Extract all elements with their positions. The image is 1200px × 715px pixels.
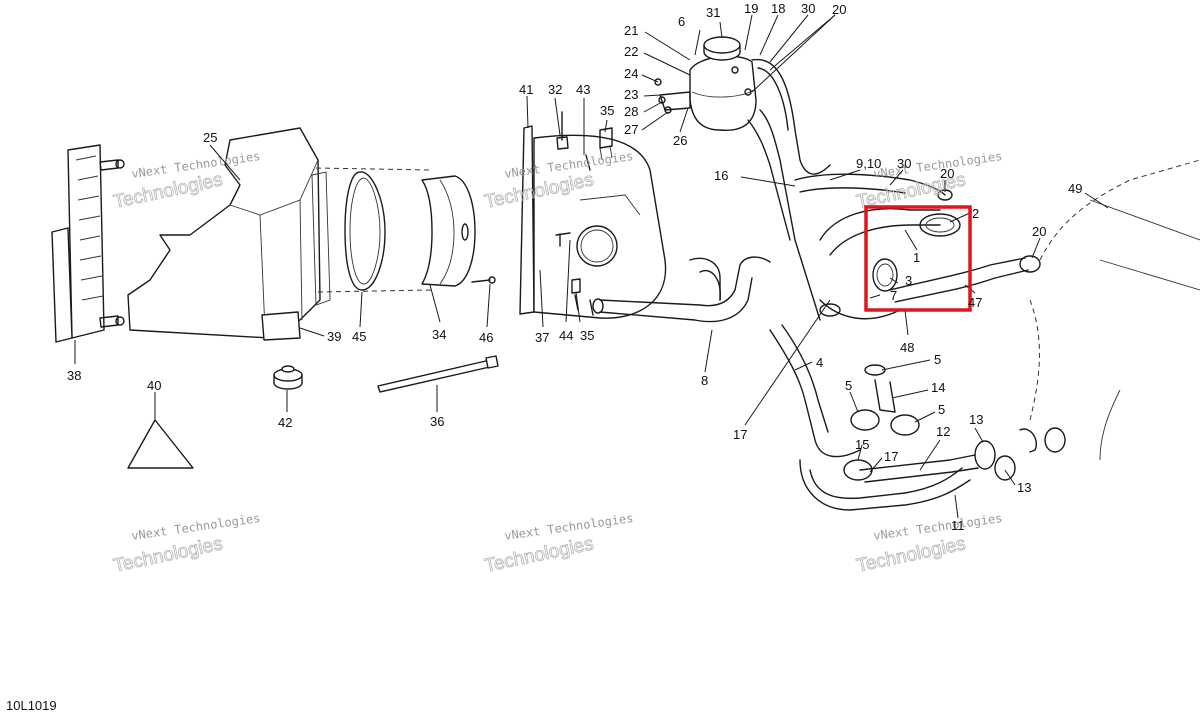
- callout-34: 34: [432, 327, 446, 342]
- callout-22: 22: [624, 44, 638, 59]
- callout-30: 30: [801, 1, 815, 16]
- callout-43: 43: [576, 82, 590, 97]
- fan: [421, 175, 496, 287]
- callout-17: 17: [733, 427, 747, 442]
- callout-20: 20: [940, 166, 954, 181]
- callout-47: 47: [968, 295, 982, 310]
- callout-19: 19: [744, 1, 758, 16]
- callout-5: 5: [845, 378, 852, 393]
- callout-45: 45: [352, 329, 366, 344]
- callout-41: 41: [519, 82, 533, 97]
- callout-1: 1: [913, 250, 920, 265]
- callout-16: 16: [714, 168, 728, 183]
- hoses: [592, 58, 1029, 511]
- gasket: [315, 167, 433, 293]
- rubber-mount: [273, 365, 303, 390]
- callout-2: 2: [972, 206, 979, 221]
- callout-18: 18: [771, 1, 785, 16]
- callout-11: 11: [951, 518, 965, 533]
- callout-30: 30: [897, 156, 911, 171]
- callout-32: 32: [548, 82, 562, 97]
- callout-labels: 1 2 3 4 5 5 5 6 7 8 9,10 11 12 13 13 14 …: [67, 1, 1082, 533]
- callout-20: 20: [1032, 224, 1046, 239]
- highlight-box: [864, 205, 972, 312]
- callout-40: 40: [147, 378, 161, 393]
- callout-28: 28: [624, 104, 638, 119]
- callout-49: 49: [1068, 181, 1082, 196]
- callout-48: 48: [900, 340, 914, 355]
- callout-12: 12: [936, 424, 950, 439]
- callout-42: 42: [278, 415, 292, 430]
- callout-9-10: 9,10: [856, 156, 881, 171]
- callout-21: 21: [624, 23, 638, 38]
- callout-35: 35: [600, 103, 614, 118]
- callout-38: 38: [67, 368, 81, 383]
- callout-8: 8: [701, 373, 708, 388]
- callout-6: 6: [678, 14, 685, 29]
- cable-tie: [377, 355, 499, 393]
- callout-35: 35: [580, 328, 594, 343]
- callout-36: 36: [430, 414, 444, 429]
- callout-13: 13: [1017, 480, 1031, 495]
- callout-37: 37: [535, 330, 549, 345]
- fan-shroud: [127, 127, 331, 341]
- radiator: [51, 144, 125, 343]
- callout-31: 31: [706, 5, 720, 20]
- callout-15: 15: [855, 437, 869, 452]
- support-bracket: [519, 125, 667, 319]
- bolts: [556, 111, 613, 294]
- callout-46: 46: [479, 330, 493, 345]
- callout-44: 44: [559, 328, 573, 343]
- callout-23: 23: [624, 87, 638, 102]
- callout-26: 26: [673, 133, 687, 148]
- callout-13: 13: [969, 412, 983, 427]
- callout-17: 17: [884, 449, 898, 464]
- callout-24: 24: [624, 66, 638, 81]
- callout-5: 5: [938, 402, 945, 417]
- clamps: [819, 189, 1041, 481]
- engine-housing: [1019, 159, 1200, 461]
- callout-3: 3: [905, 273, 912, 288]
- callout-4: 4: [816, 355, 823, 370]
- coolant-reservoir: [654, 36, 757, 132]
- diagram-code: 10L1019: [6, 698, 57, 713]
- watermark-outline: Technologies: [483, 533, 596, 577]
- callout-39: 39: [327, 329, 341, 344]
- callout-7: 7: [890, 288, 897, 303]
- callout-25: 25: [203, 130, 217, 145]
- watermark-outline: Technologies: [112, 533, 225, 577]
- callout-27: 27: [624, 122, 638, 137]
- callout-14: 14: [931, 380, 945, 395]
- watermark-outline: Technologies: [855, 533, 968, 577]
- callout-20: 20: [832, 2, 846, 17]
- callout-5: 5: [934, 352, 941, 367]
- triangle-symbol: [127, 392, 194, 469]
- leader-lines: [74, 14, 1109, 519]
